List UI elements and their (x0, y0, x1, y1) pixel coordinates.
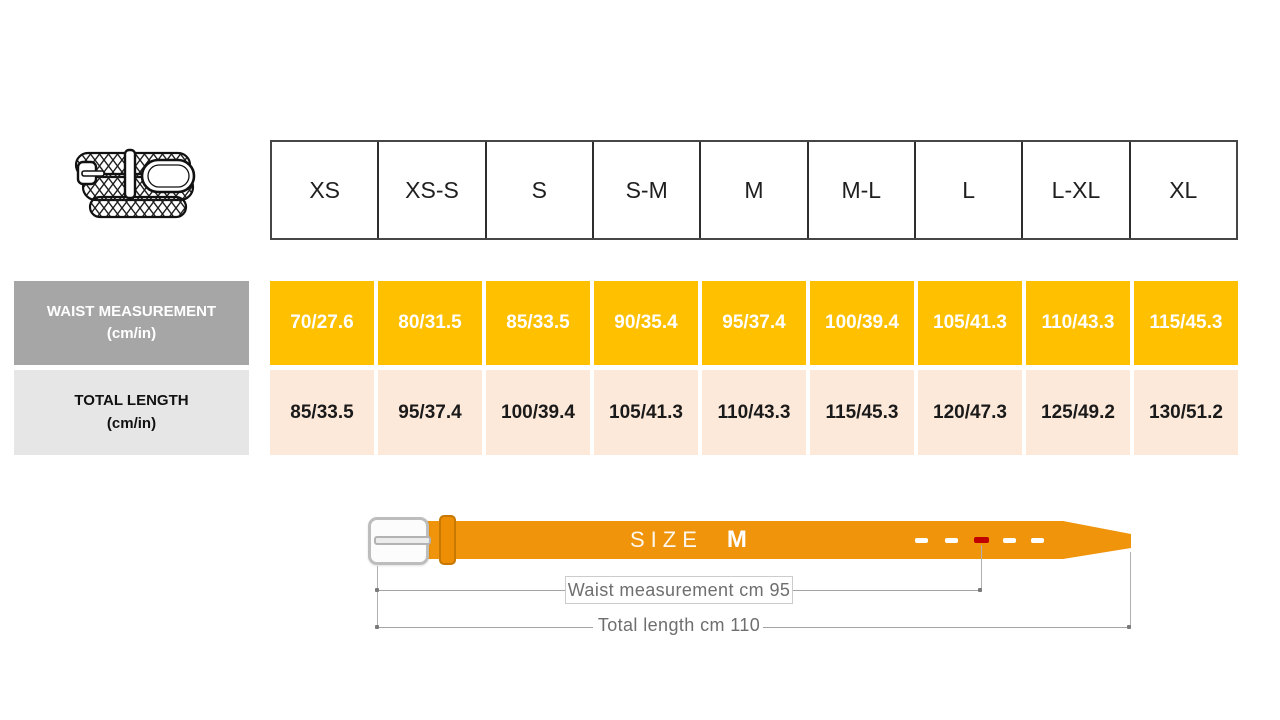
waist-cell: 105/41.3 (918, 281, 1022, 365)
length-row-label: TOTAL LENGTH (cm/in) (14, 370, 249, 455)
length-dim-line-left (377, 627, 593, 628)
dim-endpoint (1127, 625, 1131, 629)
length-cell: 100/39.4 (486, 370, 590, 455)
waist-measurement-row: 70/27.6 80/31.5 85/33.5 90/35.4 95/37.4 … (270, 281, 1238, 365)
length-cell: 95/37.4 (378, 370, 482, 455)
size-header-cell: XS (309, 176, 340, 203)
waist-row-label: WAIST MEASUREMENT (cm/in) (14, 281, 249, 365)
waist-dim-line-left (377, 590, 565, 591)
waist-cell: 80/31.5 (378, 281, 482, 365)
guide-line-hole (981, 545, 982, 590)
belt-loop (439, 515, 456, 565)
size-header-cell: S (484, 142, 592, 238)
length-annotation: Total length cm 110 (597, 615, 761, 635)
size-header-cell: M (699, 142, 806, 238)
length-cell: 105/41.3 (594, 370, 698, 455)
waist-annotation-box: Waist measurement cm 95 (565, 576, 793, 604)
length-cell: 130/51.2 (1134, 370, 1238, 455)
total-length-row: 85/33.5 95/37.4 100/39.4 105/41.3 110/43… (270, 370, 1238, 455)
guide-line-buckle (377, 566, 378, 628)
belt-hole (945, 538, 958, 543)
length-cell: 110/43.3 (702, 370, 806, 455)
belt-hole (1031, 538, 1044, 543)
belt-hole (915, 538, 928, 543)
length-cell: 125/49.2 (1026, 370, 1130, 455)
size-header-row: XS XS-S S S-M M M-L L L-XL XL (270, 140, 1238, 240)
belt-hole-selected (974, 537, 989, 543)
waist-cell: 90/35.4 (594, 281, 698, 365)
length-cell: 120/47.3 (918, 370, 1022, 455)
size-word: SIZE (630, 527, 703, 552)
size-header-cell: XL (1128, 142, 1236, 238)
length-dim-line-right (763, 627, 1130, 628)
length-cell: 115/45.3 (810, 370, 914, 455)
dim-endpoint (978, 588, 982, 592)
guide-line-tip (1130, 552, 1131, 627)
size-header-cell: XS-S (377, 142, 484, 238)
dim-endpoint (375, 625, 379, 629)
size-header-cell: L-XL (1021, 142, 1128, 238)
belt-size-label: SIZE M (630, 526, 748, 554)
size-header-cell: S-M (591, 142, 699, 238)
size-header-cell: M-L (806, 142, 914, 238)
size-value: M (726, 526, 748, 553)
waist-cell: 85/33.5 (486, 281, 590, 365)
dim-endpoint (375, 588, 379, 592)
length-cell: 85/33.5 (270, 370, 374, 455)
waist-dim-line-right (793, 590, 981, 591)
size-header-cell: L (913, 142, 1021, 238)
waist-cell: 100/39.4 (810, 281, 914, 365)
belt-hole (1003, 538, 1016, 543)
braided-belt-icon (74, 148, 196, 219)
waist-cell: 70/27.6 (270, 281, 374, 365)
waist-cell: 110/43.3 (1026, 281, 1130, 365)
buckle-prong (374, 536, 431, 545)
waist-cell: 95/37.4 (702, 281, 806, 365)
waist-cell: 115/45.3 (1134, 281, 1238, 365)
belt-tip (1063, 521, 1131, 559)
